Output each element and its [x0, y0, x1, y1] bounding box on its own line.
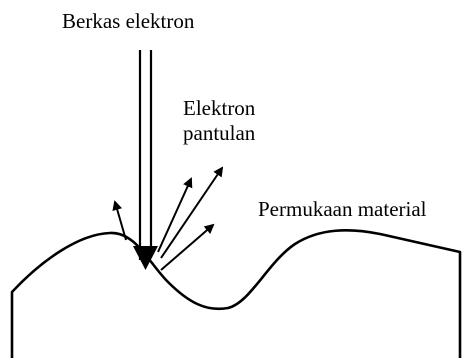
- reflected-electron-label-line2: pantulan: [183, 121, 256, 145]
- beam-arrowhead: [133, 246, 158, 270]
- reflected-arrow-2: [160, 166, 224, 259]
- material-surface: [10, 229, 462, 358]
- reflected-electron-arrows: [112, 166, 224, 271]
- reflected-arrow-1: [157, 177, 193, 253]
- reflected-arrow-left: [112, 200, 127, 241]
- reflected-arrow-3: [160, 223, 215, 271]
- beam-label: Berkas elektron: [62, 9, 195, 33]
- incident-beam: [133, 50, 158, 270]
- reflected-electron-label-line1: Elektron: [183, 96, 256, 120]
- material-surface-label: Permukaan material: [258, 197, 427, 221]
